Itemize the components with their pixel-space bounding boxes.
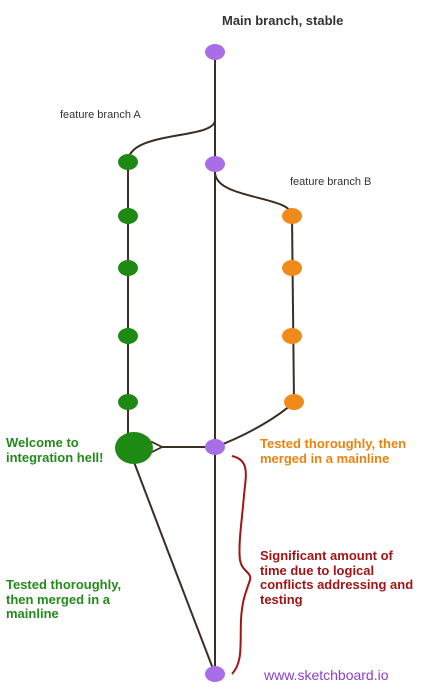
significant-time-label: Significant amount of time due to logica… [260,548,414,607]
main-commit-node [205,44,225,60]
main-commit-node [205,439,225,455]
feature-b-line [291,215,295,403]
feature-a-commit-node [118,208,138,224]
feature-b-fork-line [214,171,293,217]
integration-hell-label: Welcome to integration hell! [6,435,104,465]
feature-a-commit-node [118,154,138,170]
feature-a-commit-node [118,260,138,276]
feature-b-commit-node [284,394,304,410]
main-commit-node [205,156,225,172]
watermark: www.sketchboard.io [264,667,389,683]
feature-a-commit-node [118,394,138,410]
tested-b-label: Tested thoroughly, then merged in a main… [260,436,407,466]
main-commit-node [205,666,225,682]
feature-b-label: feature branch B [290,176,372,188]
tested-a-label: Tested thoroughly, then merged in a main… [6,577,122,622]
feature-a-fork-line [127,119,216,163]
main-branch-title: Main branch, stable [222,13,344,28]
feature-b-commit-node [282,328,302,344]
feature-a-label: feature branch A [60,109,141,121]
feature-a-commit-node [118,328,138,344]
feature-a-merge-line [133,461,216,675]
integration-hell-node [115,432,153,464]
feature-b-commit-node [282,208,302,224]
time-bracket [231,455,252,675]
feature-b-commit-node [282,260,302,276]
